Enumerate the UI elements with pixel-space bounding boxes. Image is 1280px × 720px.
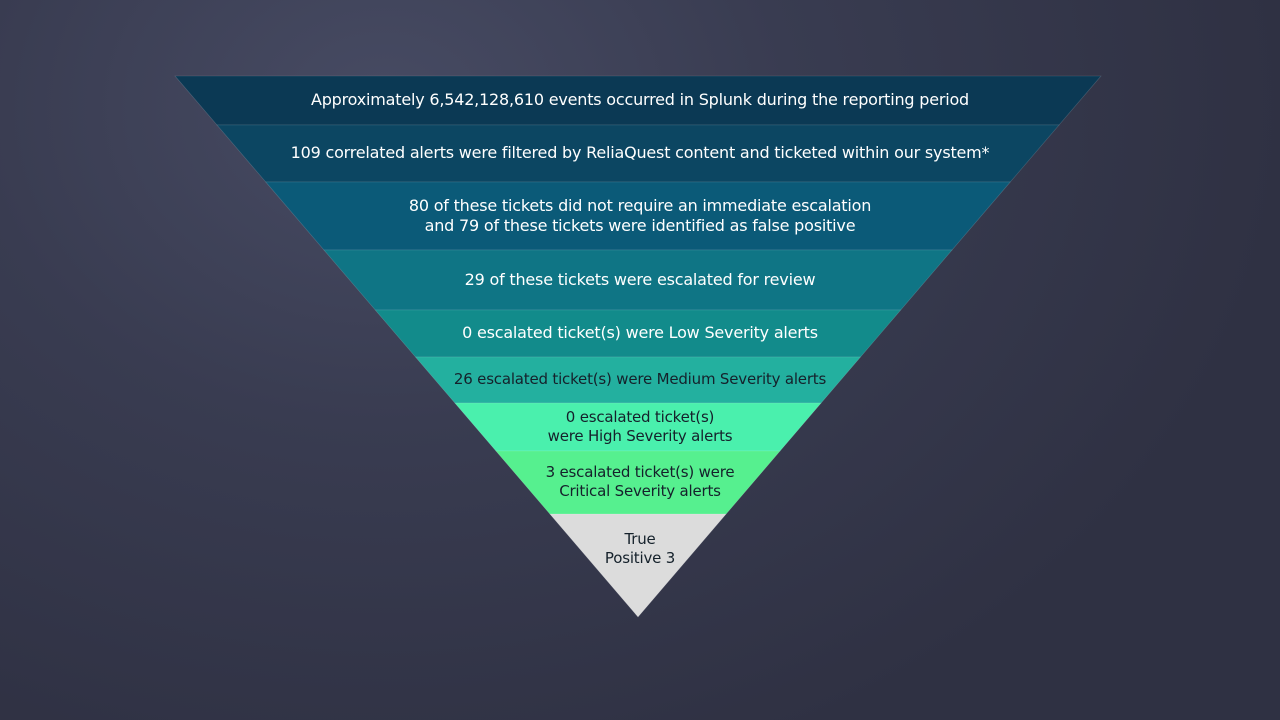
funnel-tier-1-label: Approximately 6,542,128,610 events occur… [0, 90, 1280, 110]
funnel-tier-text-line: 0 escalated ticket(s) [565, 407, 715, 426]
funnel-tier-3-label: 80 of these tickets did not require an i… [0, 196, 1280, 237]
funnel-tier-text-line: 109 correlated alerts were filtered by R… [290, 143, 990, 163]
funnel-tier-text-line: 3 escalated ticket(s) were [545, 463, 735, 482]
funnel-tier-6-label: 26 escalated ticket(s) were Medium Sever… [0, 370, 1280, 389]
funnel-tier-text-line: 29 of these tickets were escalated for r… [464, 269, 816, 289]
funnel-tier-9 [549, 513, 727, 618]
funnel-tier-2-label: 109 correlated alerts were filtered by R… [0, 143, 1280, 163]
funnel-tier-text-line: and 79 of these tickets were identified … [424, 215, 856, 235]
funnel-tier-text-line: True [624, 529, 656, 548]
funnel-tier-text-line: 80 of these tickets did not require an i… [408, 195, 872, 215]
funnel-tier-text-line: 26 escalated ticket(s) were Medium Sever… [453, 370, 827, 389]
funnel-tier-text-line: Positive 3 [604, 549, 676, 567]
funnel-tier-7-label: 0 escalated ticket(s)were High Severity … [0, 408, 1280, 446]
funnel-tier-text-line: Approximately 6,542,128,610 events occur… [310, 90, 970, 110]
funnel-tier-4-label: 29 of these tickets were escalated for r… [0, 270, 1280, 290]
funnel-tier-text-line: were High Severity alerts [547, 426, 733, 445]
funnel-tier-text-line: 0 escalated ticket(s) were Low Severity … [462, 323, 818, 343]
funnel-tier-5-label: 0 escalated ticket(s) were Low Severity … [0, 323, 1280, 343]
funnel-tier-text-line: Critical Severity alerts [559, 482, 721, 501]
